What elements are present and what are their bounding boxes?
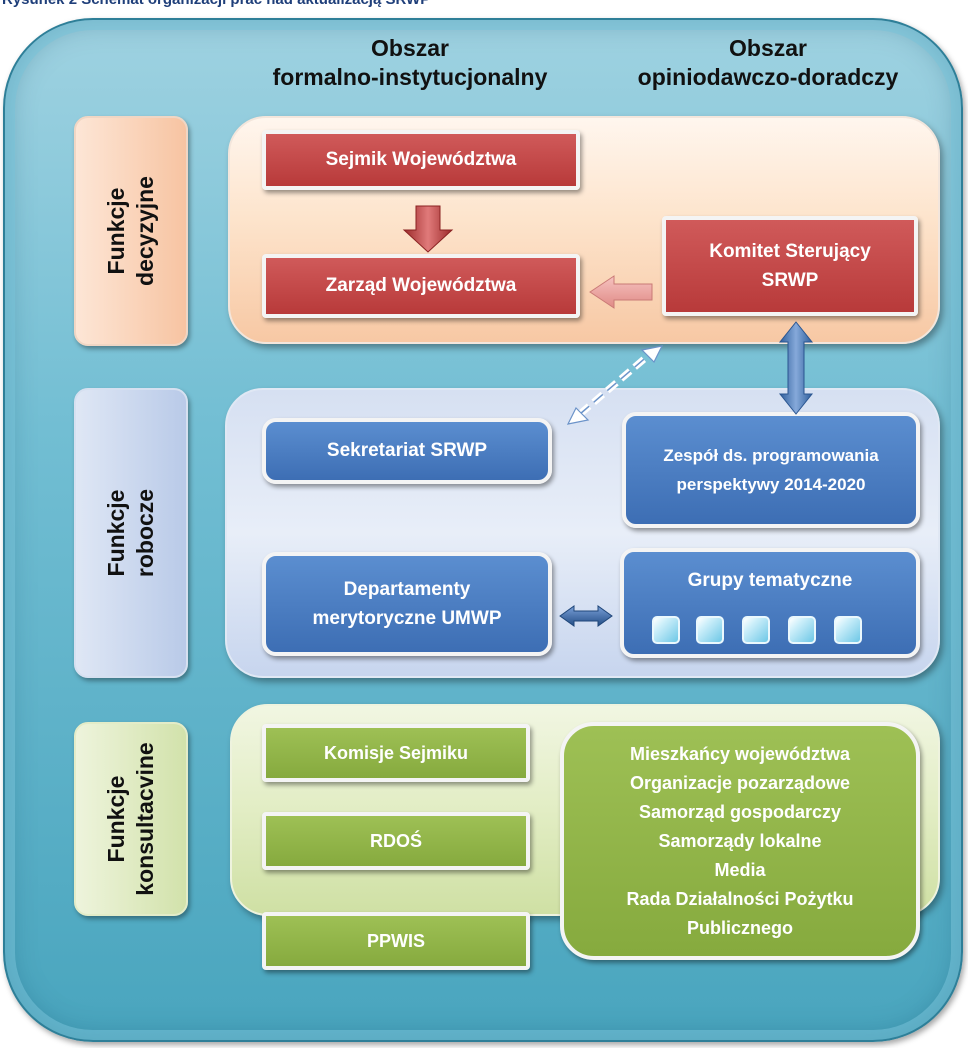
box-departamenty: Departamenty merytoryczne UMWP bbox=[262, 552, 552, 656]
box-rdos: RDOŚ bbox=[262, 812, 530, 870]
figure-caption: Rysunek 2 Schemat organizacji prac nad a… bbox=[2, 0, 702, 11]
column-header-advisory: Obszar opiniodawczo-doradczy bbox=[588, 34, 948, 92]
box-zespol: Zespół ds. programowania perspektywy 201… bbox=[622, 412, 920, 528]
column-header-formal-line1: Obszar bbox=[371, 35, 449, 61]
stakeholder-item: Organizacje pozarządowe bbox=[629, 772, 851, 793]
box-stakeholders: Mieszkańcy województwa Organizacje pozar… bbox=[560, 722, 920, 960]
arrow-dashed-diagonal bbox=[566, 345, 664, 425]
stakeholder-item: Samorząd gospodarczy bbox=[638, 801, 842, 822]
arrow-left-komitet-zarzad bbox=[589, 275, 653, 309]
cube-icon bbox=[696, 616, 724, 644]
row-label-consult: Funkcje konsultacvine bbox=[74, 722, 188, 916]
stakeholder-item: Media bbox=[714, 859, 766, 880]
row-label-decision: Funkcje decyzyjne bbox=[74, 116, 188, 346]
arrow-down-sejmik-zarzad bbox=[402, 205, 454, 253]
stakeholder-item: Rada Działalności Pożytku bbox=[626, 888, 854, 909]
stakeholder-item: Mieszkańcy województwa bbox=[629, 743, 851, 764]
stakeholder-item: Samorządy lokalne bbox=[658, 830, 822, 851]
arrow-horizontal-departamenty-grupy bbox=[559, 605, 613, 627]
column-header-formal-line2: formalno-instytucjonalny bbox=[272, 64, 548, 90]
box-sejmik-wojewodztwa: Sejmik Województwa bbox=[262, 130, 580, 190]
box-zarzad-wojewodztwa: Zarząd Województwa bbox=[262, 254, 580, 318]
box-komisje-sejmiku: Komisje Sejmiku bbox=[262, 724, 530, 782]
box-ppwis: PPWIS bbox=[262, 912, 530, 970]
column-header-formal: Obszar formalno-instytucjonalny bbox=[230, 34, 590, 92]
cube-icon bbox=[788, 616, 816, 644]
box-komitet-sterujacy: Komitet Sterujący SRWP bbox=[662, 216, 918, 316]
column-header-advisory-line2: opiniodawczo-doradczy bbox=[637, 64, 899, 90]
row-label-working: Funkcje robocze bbox=[74, 388, 188, 678]
cube-icon bbox=[834, 616, 862, 644]
column-header-advisory-line1: Obszar bbox=[729, 35, 807, 61]
cube-icon bbox=[742, 616, 770, 644]
stakeholder-item: Publicznego bbox=[686, 917, 793, 938]
cube-icon bbox=[652, 616, 680, 644]
arrow-vertical-komitet-zespol bbox=[778, 321, 814, 415]
box-sekretariat: Sekretariat SRWP bbox=[262, 418, 552, 484]
